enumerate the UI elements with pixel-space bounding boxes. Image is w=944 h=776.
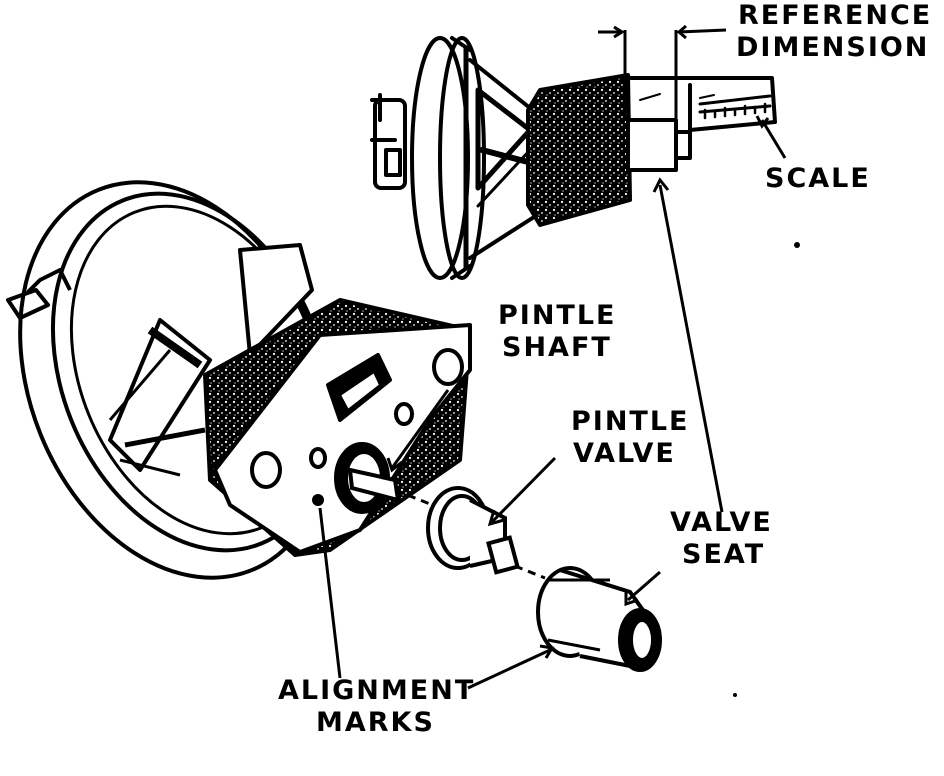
pintle-valve — [426, 486, 546, 580]
reference-dimension-line-1: REFERENCE — [738, 0, 933, 31]
pintle-shaft-line-1: PINTLE — [498, 300, 617, 331]
pintle-shaft-label: PINTLE SHAFT — [498, 300, 617, 364]
assembled-valve-side-view — [370, 36, 777, 280]
reference-dimension-line-2: DIMENSION — [736, 32, 930, 63]
valve-seat-line-2: SEAT — [682, 539, 766, 570]
valve-seat-line-1: VALVE — [670, 507, 773, 538]
pintle-valve-label: PINTLE VALVE — [571, 406, 690, 470]
pintle-shaft-line-2: SHAFT — [502, 332, 612, 363]
reference-dimension-leaders — [598, 24, 727, 120]
lower-leaders — [318, 389, 661, 690]
pintle-valve-line-1: PINTLE — [571, 406, 690, 437]
diaphragm-housing — [6, 180, 472, 580]
pintle-valve-line-2: VALVE — [573, 438, 676, 469]
valve-seat — [536, 566, 662, 672]
alignment-marks-label: ALIGNMENT MARKS — [278, 675, 475, 739]
pintle-shaft — [347, 467, 441, 510]
alignment-marks-line-2: MARKS — [316, 707, 435, 738]
valve-seat-leader-long — [658, 184, 724, 513]
valve-seat-label: VALVE SEAT — [670, 507, 773, 571]
reference-dimension-label: REFERENCE DIMENSION — [736, 0, 933, 64]
scale-leader — [760, 119, 787, 159]
alignment-marks-line-1: ALIGNMENT — [278, 675, 476, 706]
scale-label: SCALE — [765, 163, 871, 194]
